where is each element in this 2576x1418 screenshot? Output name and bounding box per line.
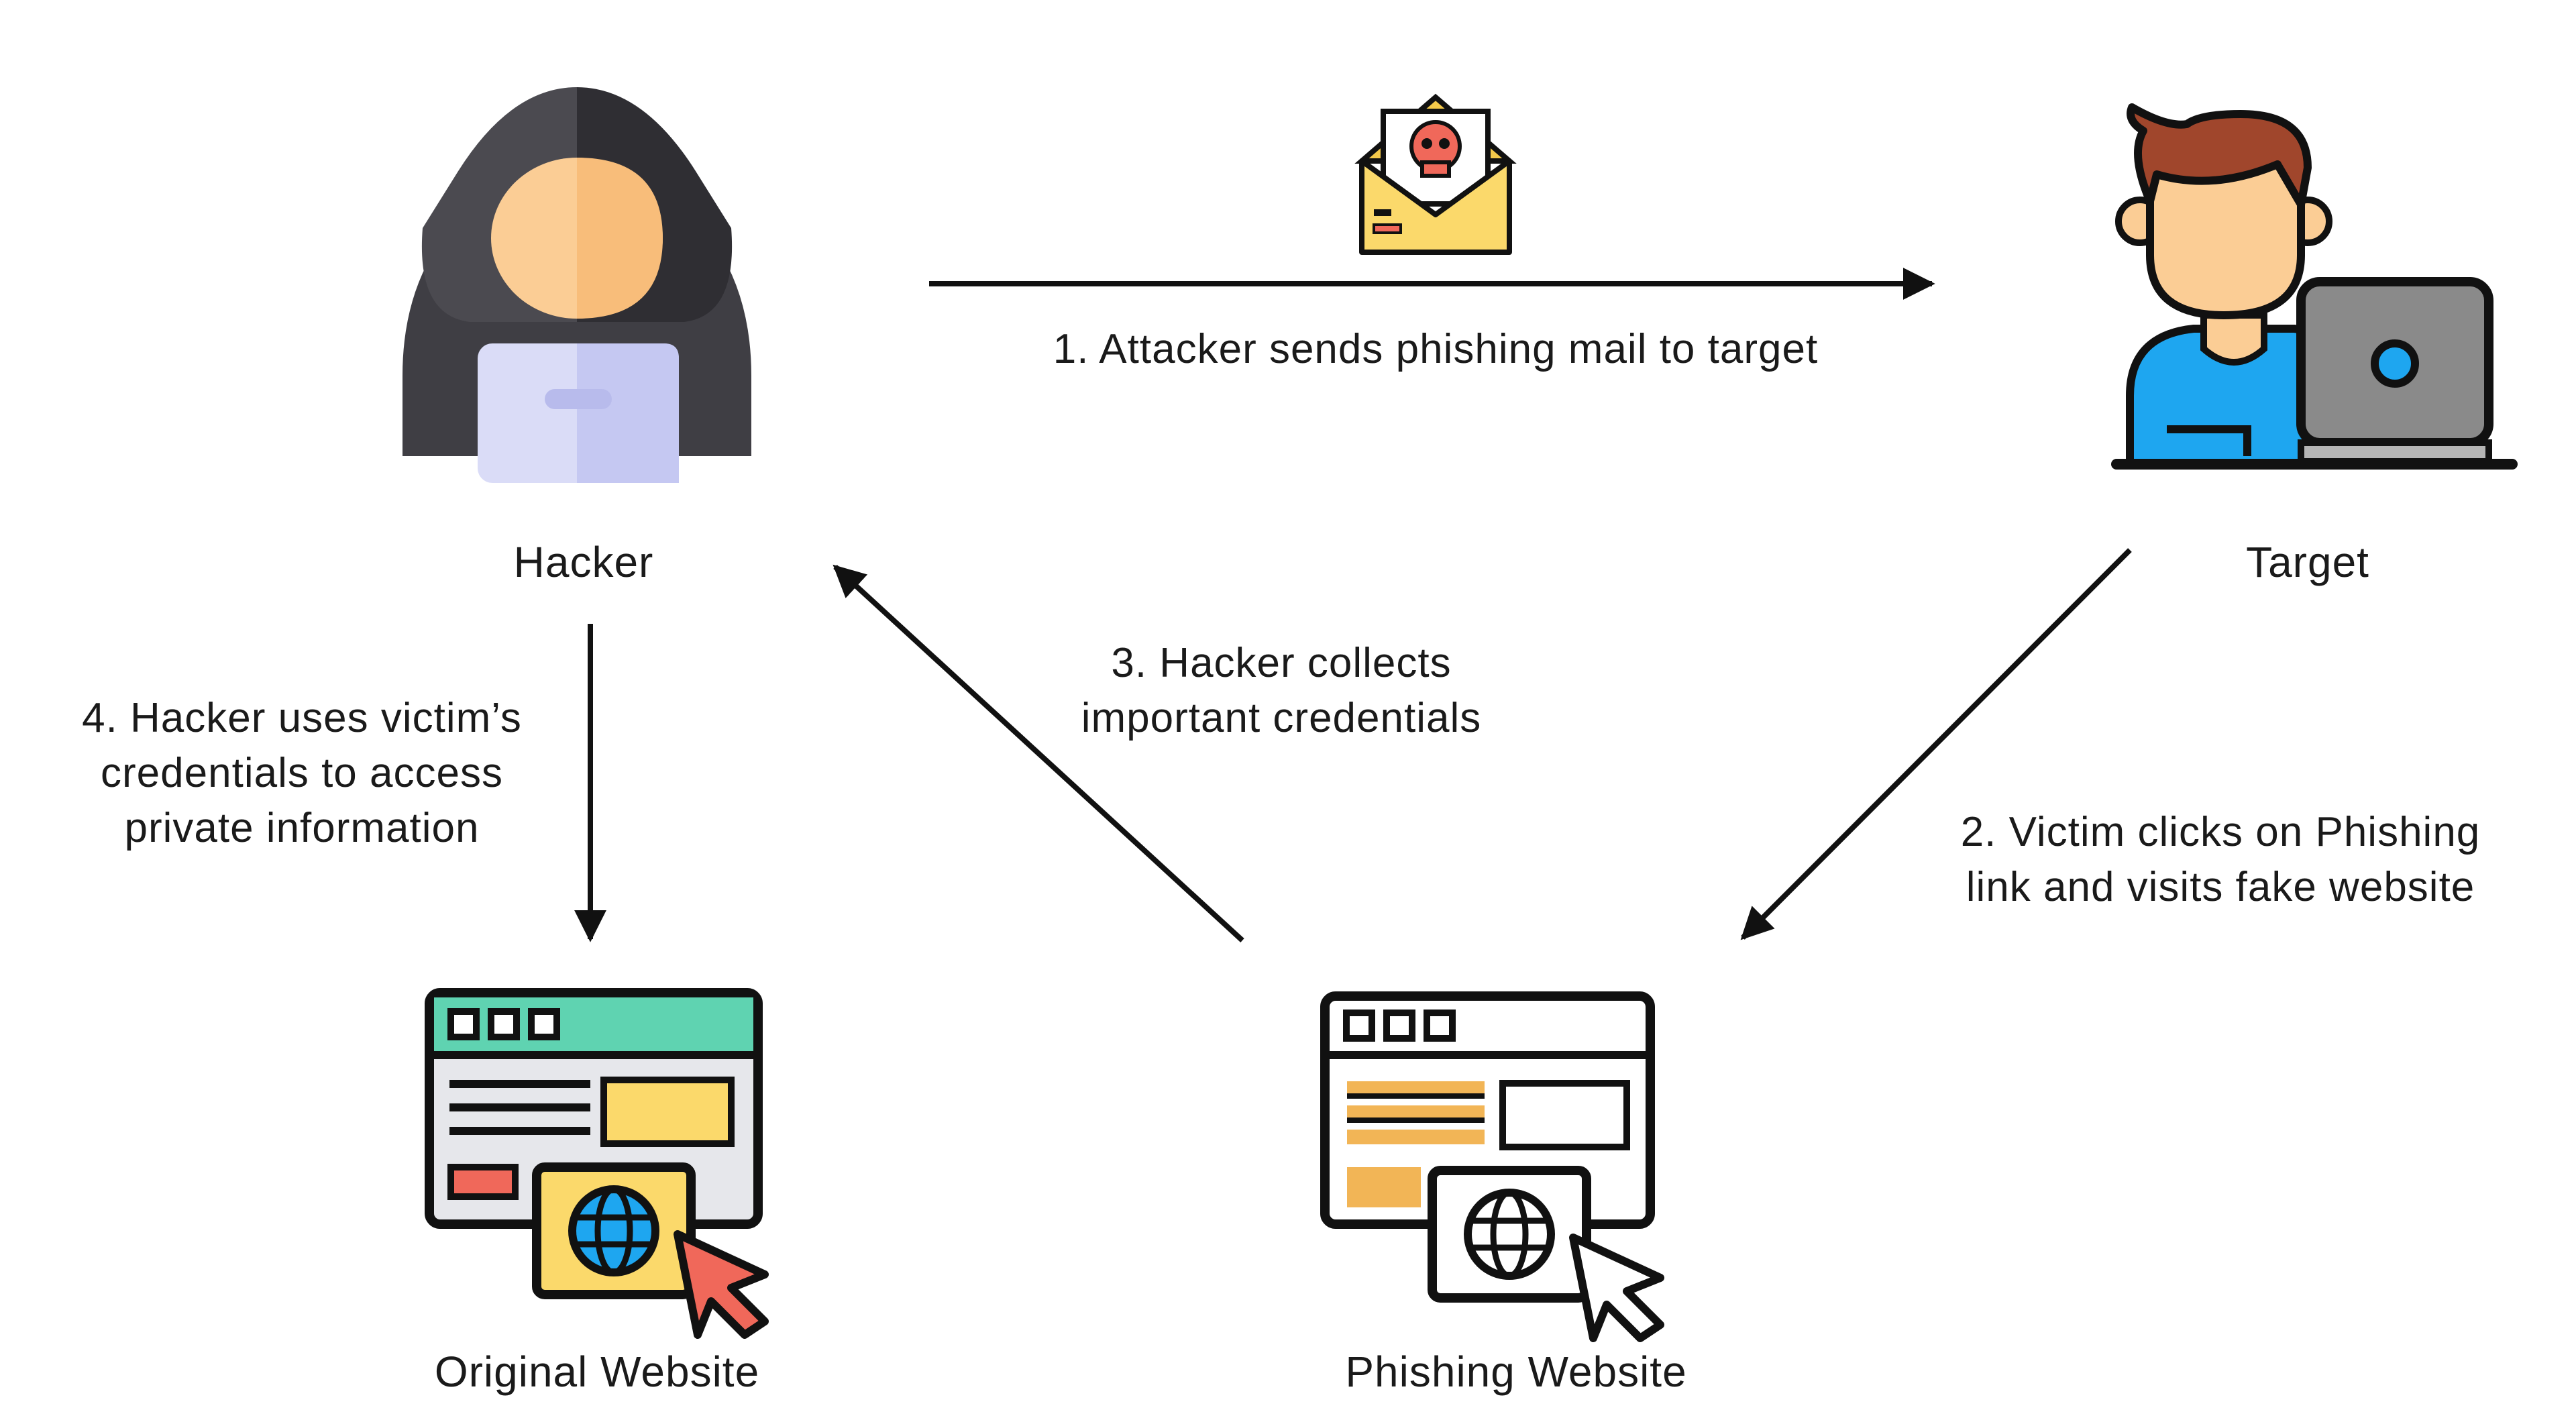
phishing-website-label: Phishing Website xyxy=(1345,1348,1687,1396)
original-website-label: Original Website xyxy=(434,1348,760,1396)
target-label: Target xyxy=(2246,538,2369,586)
step-1-label: 1. Attacker sends phishing mail to targe… xyxy=(1053,326,1819,372)
user-with-laptop-icon xyxy=(2111,103,2518,470)
step-2-label: 2. Victim clicks on Phishing link and vi… xyxy=(1960,809,2481,910)
hacker-label: Hacker xyxy=(513,538,654,586)
phishing-envelope-skull-icon xyxy=(1354,93,1517,255)
browser-window-globe-icon xyxy=(425,988,769,1339)
arrow-step-2 xyxy=(1740,548,2132,940)
step-4-label: 4. Hacker uses victim’s credentials to a… xyxy=(82,695,522,851)
hooded-hacker-icon xyxy=(402,87,751,483)
browser-window-globe-icon xyxy=(1320,991,1664,1342)
step-3-label: 3. Hacker collects important credentials xyxy=(1081,640,1482,741)
arrow-step-3 xyxy=(833,564,1244,942)
